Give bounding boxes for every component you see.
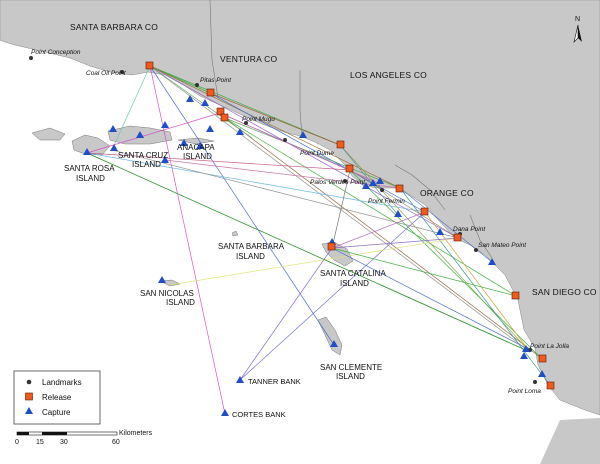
landmark-label-point-fermin: Point Fermin (368, 198, 405, 205)
bank-label-tanner: TANNER BANK (248, 377, 301, 386)
bank-label-cortes: CORTES BANK (232, 410, 286, 419)
island-label-santa-barbara: SANTA BARBARA (218, 242, 285, 251)
scale-tick-30: 30 (60, 439, 68, 446)
landmark-label-point-conception: Point Conception (31, 49, 81, 56)
island-label-san-nicolas: SAN NICOLAS (140, 289, 194, 298)
scale-tick-15: 15 (36, 439, 44, 446)
north-label: N (575, 16, 580, 23)
landmark-label-san-mateo-point: San Mateo Point (478, 242, 527, 249)
island-label-san-clemente: SAN CLEMENTE (320, 363, 382, 372)
island-label-santa-rosa: SANTA ROSA (64, 164, 115, 173)
island-label-santa-catalina: SANTA CATALINA (320, 269, 386, 278)
landmark-label-point-dume: Point Dume (300, 150, 334, 157)
island-label-anacapa: ANACAPA (177, 143, 215, 152)
release-markers (145, 61, 555, 390)
landmark-label-palos-verdes-point: Palos Verdes Point (310, 179, 366, 186)
county-label-orange: ORANGE CO (420, 188, 474, 198)
island-label-santa-rosa-2: ISLAND (76, 174, 105, 183)
landmark-label-coal-oil-point: Coal Oil Point (86, 70, 127, 77)
county-label-ventura: VENTURA CO (220, 54, 277, 64)
landmark-label-dana-point: Dana Point (453, 226, 486, 233)
landmark-label-point-la-jolla: Point La Jolla (530, 343, 569, 350)
landmark-label-point-mugu: Point Mugu (242, 116, 275, 123)
legend-label-capture: Capture (42, 408, 71, 417)
county-label-san-diego: SAN DIEGO CO (532, 287, 597, 297)
legend-label-landmarks: Landmarks (42, 378, 82, 387)
scale-tick-0: 0 (15, 439, 19, 446)
county-label-santa-barbara: SANTA BARBARA CO (70, 22, 158, 32)
scale-bar: Kilometers 0 15 30 60 (15, 430, 153, 446)
scale-tick-60: 60 (112, 439, 120, 446)
island-label-santa-catalina-2: ISLAND (340, 279, 369, 288)
island-label-san-clemente-2: ISLAND (336, 372, 365, 381)
island-label-anacapa-2: ISLAND (183, 152, 212, 161)
landmark-label-point-loma: Point Loma (508, 388, 541, 395)
island-label-santa-cruz: SANTA CRUZ (118, 151, 168, 160)
landmark-label-pitas-point: Pitas Point (200, 77, 232, 84)
county-lines (209, 0, 493, 259)
movement-lines (86, 65, 551, 415)
county-label-los-angeles: LOS ANGELES CO (350, 70, 427, 80)
landmark-markers (29, 56, 537, 384)
island-label-san-nicolas-2: ISLAND (166, 298, 195, 307)
island-label-santa-barbara-2: ISLAND (236, 252, 265, 261)
island-label-santa-cruz-2: ISLAND (132, 160, 161, 169)
north-arrow-icon: N (573, 16, 582, 43)
capture-markers (83, 95, 546, 416)
scale-unit: Kilometers (119, 430, 153, 437)
mainland (0, 0, 600, 416)
legend: Landmarks Release Capture (13, 370, 101, 425)
mexico-land (540, 418, 600, 464)
legend-label-release: Release (42, 393, 72, 402)
